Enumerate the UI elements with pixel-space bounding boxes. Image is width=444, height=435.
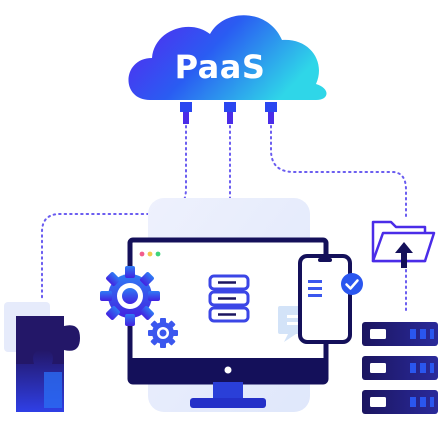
- gear-icon: [100, 266, 178, 348]
- smartphone-icon: [298, 254, 352, 344]
- database-icon: [208, 274, 250, 323]
- cloud-icon: [128, 15, 327, 101]
- server-rack-icon: [362, 322, 438, 414]
- folder-upload-icon: [371, 220, 436, 268]
- cloud-label: PaaS: [174, 48, 266, 86]
- check-badge-icon: [341, 273, 363, 295]
- cloud-connectors: [180, 102, 277, 124]
- puzzle-icon: [4, 302, 80, 412]
